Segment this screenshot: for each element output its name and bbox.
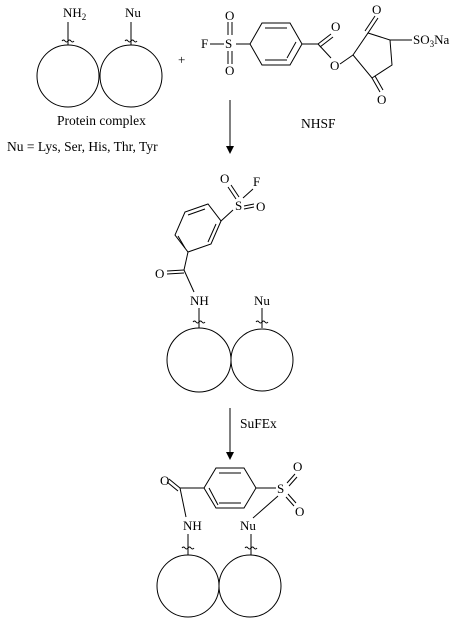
intermediate-amide-o: O: [155, 266, 164, 281]
s-nu-crosslink-bond: [252, 495, 279, 519]
intermediate-benzene: [174, 203, 222, 253]
nhsf-reagent: F S O O O O O O SO3Na NHSF: [201, 2, 450, 131]
product-subunit-left: [156, 554, 220, 618]
reaction-arrow-2: SuFEx: [226, 408, 277, 460]
product-amide-o: O: [160, 473, 169, 488]
o-atom-top: O: [225, 8, 234, 23]
product-nu: Nu: [240, 518, 256, 533]
nh2-label: NH2: [63, 5, 86, 22]
crosslinked-product: O S O O NH Nu: [156, 459, 304, 618]
protein-complex-start: NH2 Nu Protein complex Nu = Lys, Ser, Hi…: [7, 5, 163, 154]
intermediate-subunit-left: [166, 327, 232, 393]
intermediate-nu: Nu: [254, 293, 270, 308]
product-s: S: [277, 481, 284, 496]
product-benzene: [203, 467, 257, 509]
product-o-bottom: O: [295, 504, 304, 519]
intermediate-o-top: O: [220, 171, 229, 186]
intermediate-subunit-right: [230, 328, 294, 392]
carbonyl-o: O: [331, 19, 340, 34]
protein-subunit-right: [99, 44, 163, 108]
intermediate-o-right: O: [256, 199, 265, 214]
wavy-bond-left: [61, 39, 75, 43]
nu-label: Nu: [125, 5, 141, 20]
arrow-head-1: [226, 146, 234, 154]
protein-complex-caption: Protein complex: [57, 113, 146, 128]
arrow-head-2: [226, 452, 234, 460]
product-nh: NH: [183, 518, 202, 533]
o-atom-bottom: O: [225, 63, 234, 78]
product-o-top: O: [293, 459, 302, 474]
f-atom: F: [201, 36, 208, 51]
plus-sign: +: [178, 52, 185, 67]
ring-o-top: O: [372, 2, 381, 17]
s-atom: S: [225, 36, 232, 51]
cyclopentanedione-ring: [352, 32, 393, 79]
ester-o: O: [330, 58, 339, 73]
sufex-label: SuFEx: [240, 416, 277, 431]
intermediate-f: F: [253, 174, 260, 189]
benzene-ring: [249, 22, 303, 66]
sulfonyl-fluoride-intermediate: F S O O O NH Nu: [155, 171, 294, 393]
intermediate-nh: NH: [190, 293, 209, 308]
nu-definition: Nu = Lys, Ser, His, Thr, Tyr: [7, 139, 158, 154]
so3na-label: SO3Na: [413, 32, 450, 49]
wavy-bond-right: [124, 39, 138, 43]
protein-subunit-left: [36, 44, 100, 108]
reaction-arrow-1: [226, 100, 234, 154]
ring-o-bottom: O: [377, 92, 386, 107]
intermediate-s: S: [235, 198, 242, 213]
nhsf-caption: NHSF: [301, 116, 336, 131]
product-subunit-right: [218, 554, 282, 618]
